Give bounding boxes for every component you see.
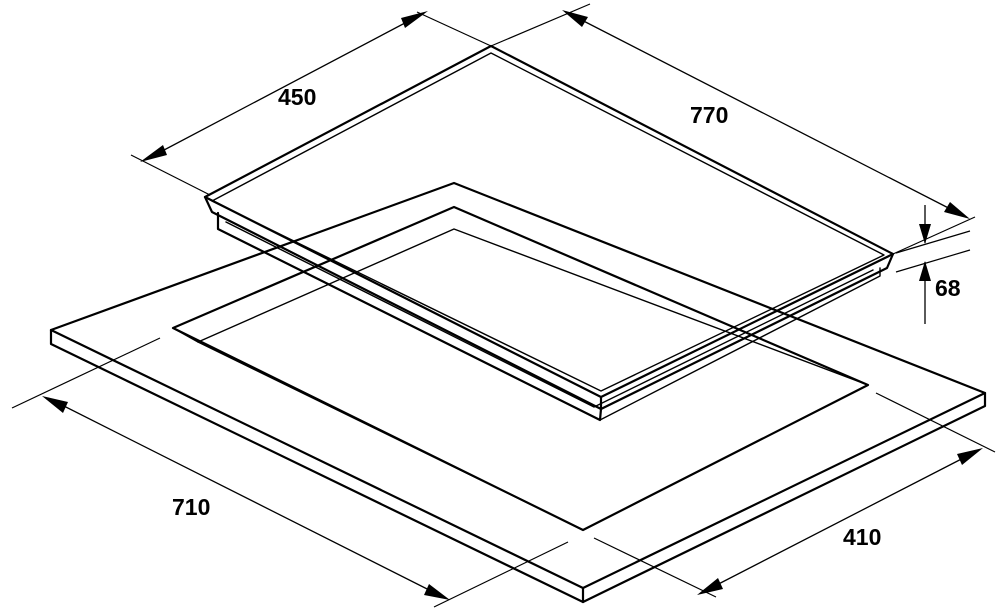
- arrowhead-450-b: [401, 11, 428, 28]
- hob-body-right: [599, 267, 881, 421]
- countertop-left-side: [49, 328, 585, 604]
- dim-label-770: 770: [690, 102, 728, 128]
- ext-line-710-a: [11, 337, 161, 409]
- arrowhead-710-a: [42, 396, 68, 413]
- dim-label-710: 710: [172, 494, 210, 520]
- dimension-770: 770: [490, 3, 976, 255]
- arrowhead-68-b: [919, 261, 931, 281]
- dimension-450: 450: [130, 11, 492, 196]
- dim-line-450: [146, 13, 423, 160]
- ext-line-410-b: [875, 392, 996, 453]
- ext-line-710-b: [433, 541, 569, 608]
- hob-body: [216, 211, 603, 422]
- arrowhead-770-a: [562, 10, 588, 27]
- dim-label-450: 450: [278, 84, 316, 110]
- arrowhead-410-a: [697, 578, 723, 595]
- dimension-68: 68: [895, 205, 971, 324]
- cutout-inner-wall-left: [197, 341, 584, 531]
- ext-line-450-b: [416, 11, 492, 47]
- hob-right-side: [599, 252, 895, 411]
- ext-line-770-a: [490, 3, 591, 47]
- countertop-right-side: [581, 391, 987, 604]
- ext-line-770-b: [892, 216, 976, 255]
- arrowhead-710-b: [424, 584, 450, 600]
- dim-label-68: 68: [935, 275, 961, 301]
- dim-line-710: [47, 397, 446, 599]
- dim-line-410: [702, 450, 978, 593]
- cutout-inner-wall: [172, 228, 869, 386]
- arrowhead-770-b: [944, 202, 970, 219]
- ext-line-450-a: [130, 154, 211, 196]
- ext-line-410-a: [593, 537, 717, 598]
- dimension-710: 710: [11, 337, 569, 608]
- arrowhead-450-a: [140, 145, 167, 162]
- dim-line-770: [565, 11, 967, 218]
- arrowhead-410-b: [957, 448, 983, 465]
- hob-body-inner: [225, 221, 874, 408]
- dim-label-410: 410: [843, 524, 881, 550]
- dimension-410: 410: [593, 392, 996, 598]
- ext-line-68-b: [895, 249, 971, 273]
- arrowhead-68-a: [919, 224, 931, 244]
- hob-glass-bevel: [211, 52, 885, 392]
- countertop: [49, 181, 987, 604]
- ext-line-68-a: [895, 230, 971, 254]
